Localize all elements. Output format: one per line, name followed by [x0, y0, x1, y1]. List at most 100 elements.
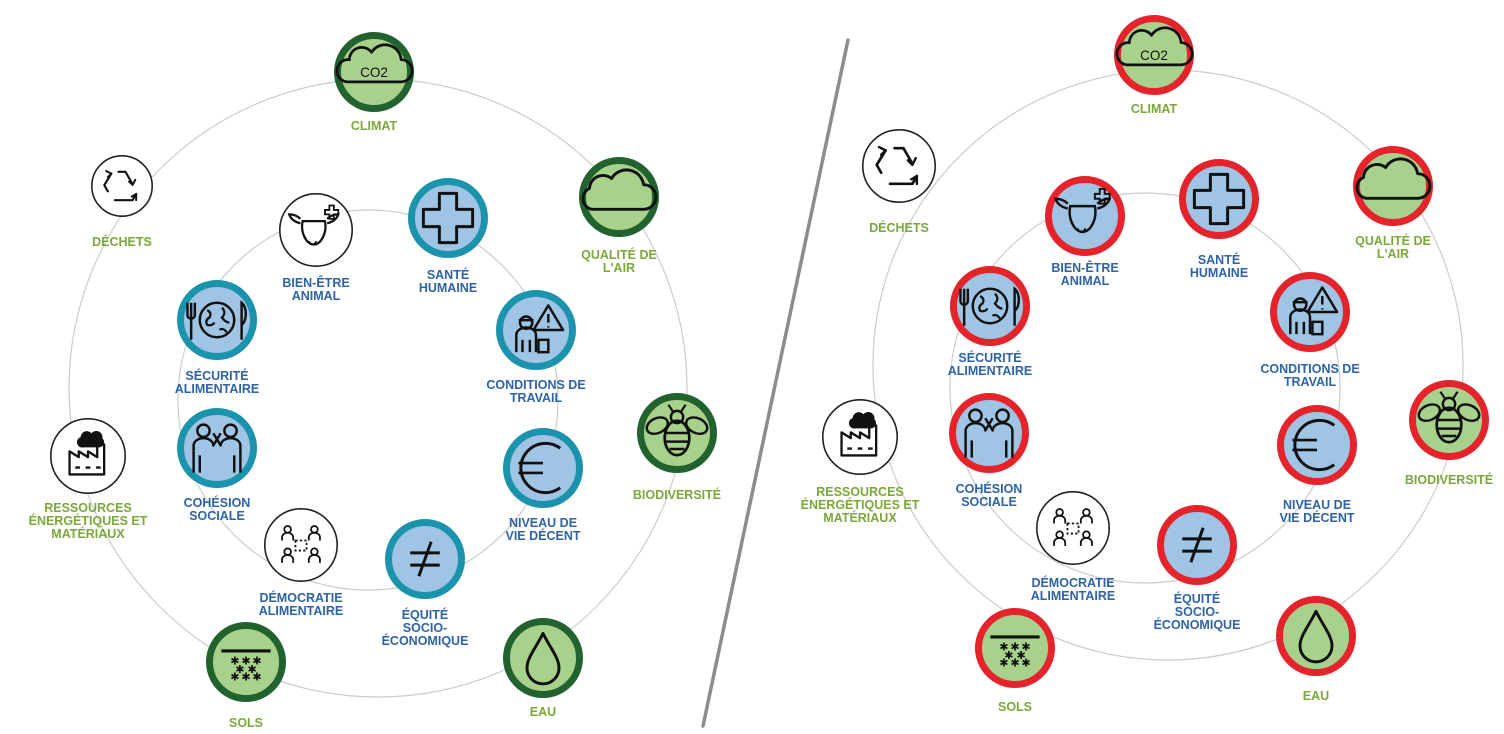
- co2-text: CO2: [1140, 48, 1168, 63]
- left-node-climat: CO2: [334, 32, 414, 112]
- svg-text:✱: ✱: [1021, 656, 1030, 669]
- right-node-securite: [950, 266, 1030, 346]
- left-label-democratie: DÉMOCRATIE ALIMENTAIRE: [258, 591, 344, 618]
- recycle-icon: [103, 169, 138, 202]
- svg-text:✱: ✱: [999, 640, 1008, 653]
- left-node-niveau: [503, 428, 583, 508]
- node-circle: [1276, 596, 1356, 676]
- right-inner-ring-guide: [949, 192, 1341, 584]
- node-circle: [503, 428, 583, 508]
- svg-text:✱: ✱: [248, 663, 257, 676]
- people-holding-hands-icon: [964, 408, 1014, 458]
- node-circle: [278, 193, 353, 268]
- euro-icon: [1292, 418, 1336, 472]
- left-label-sols: SOLS: [228, 716, 264, 730]
- worker-warning-icon: [1289, 286, 1339, 336]
- svg-text:✱: ✱: [252, 654, 261, 667]
- node-circle: [861, 129, 936, 204]
- panel-divider: [701, 38, 850, 728]
- node-circle: [263, 507, 338, 582]
- right-label-bien-etre: BIEN-ÊTRE ANIMAL: [1051, 261, 1119, 288]
- bee-icon: [1417, 391, 1481, 444]
- medical-cross-icon: [421, 191, 475, 245]
- co2-cloud-icon: CO2: [335, 43, 414, 84]
- right-label-sols: SOLS: [997, 700, 1033, 714]
- node-circle: [1277, 405, 1357, 485]
- left-node-sols: ✱✱✱✱✱✱✱✱: [206, 622, 286, 702]
- people-holding-hands-icon: [192, 423, 242, 473]
- right-node-equite: [1157, 505, 1237, 585]
- right-label-securite: SÉCURITÉ ALIMENTAIRE: [947, 351, 1033, 378]
- left-label-eau: EAU: [529, 705, 557, 719]
- node-circle: [503, 618, 583, 698]
- left-node-dechets: [91, 155, 154, 218]
- node-circle: [950, 266, 1030, 346]
- svg-text:✱: ✱: [1021, 640, 1030, 653]
- fork-globe-knife-icon: [959, 286, 1021, 326]
- node-circle: [177, 408, 257, 488]
- left-label-climat: CLIMAT: [350, 119, 398, 133]
- right-node-dechets: [861, 129, 936, 204]
- right-label-dechets: DÉCHETS: [869, 221, 929, 235]
- left-node-eau: [503, 618, 583, 698]
- not-equal-icon: [1182, 527, 1212, 563]
- cloud-icon: [581, 168, 658, 211]
- right-label-democratie: DÉMOCRATIE ALIMENTAIRE: [1030, 576, 1116, 603]
- cloud-icon: [1355, 157, 1432, 200]
- medical-cross-icon: [1192, 172, 1246, 226]
- svg-text:✱: ✱: [235, 663, 244, 676]
- factory-icon: [68, 430, 106, 476]
- right-node-eau: [1276, 596, 1356, 676]
- right-node-niveau: [1277, 405, 1357, 485]
- node-circle: [1036, 490, 1111, 565]
- water-drop-icon: [525, 631, 561, 686]
- left-node-qualite-air: [579, 157, 659, 237]
- cow-health-icon: [287, 204, 340, 246]
- node-circle: [206, 622, 286, 702]
- soil-icon: ✱✱✱✱✱✱✱✱: [221, 649, 271, 683]
- right-label-sante: SANTÉ HUMAINE: [1189, 253, 1249, 280]
- left-node-securite: [177, 280, 257, 360]
- right-label-biodiversite: BIODIVERSITÉ: [1404, 473, 1494, 487]
- right-node-bien-etre: [1045, 176, 1125, 256]
- svg-text:✱: ✱: [241, 670, 250, 683]
- svg-text:✱: ✱: [1017, 649, 1026, 662]
- right-node-ressources: [821, 398, 898, 475]
- left-label-conditions: CONDITIONS DE TRAVAIL: [486, 378, 586, 405]
- svg-text:✱: ✱: [1010, 640, 1019, 653]
- co2-cloud-icon: CO2: [1115, 26, 1194, 67]
- right-node-sante: [1179, 159, 1259, 239]
- right-label-equite: ÉQUITÉ SOCIO- ÉCONOMIQUE: [1153, 592, 1241, 632]
- right-label-climat: CLIMAT: [1130, 102, 1178, 116]
- left-label-qualite-air: QUALITÉ DE L'AIR: [581, 248, 657, 275]
- cow-health-icon: [1053, 187, 1112, 234]
- svg-text:✱: ✱: [241, 654, 250, 667]
- people-network-icon: [281, 525, 321, 563]
- node-circle: [949, 393, 1029, 473]
- left-label-equite: ÉQUITÉ SOCIO- ÉCONOMIQUE: [381, 608, 469, 648]
- not-equal-icon: [410, 541, 440, 577]
- bee-icon: [645, 404, 709, 457]
- left-label-ressources: RESSOURCES ÉNERGÉTIQUES ET MATÉRIAUX: [28, 501, 148, 541]
- right-label-qualite-air: QUALITÉ DE L'AIR: [1355, 234, 1431, 261]
- right-label-eau: EAU: [1302, 689, 1330, 703]
- node-circle: [1179, 159, 1259, 239]
- left-label-sante: SANTÉ HUMAINE: [418, 268, 478, 295]
- left-node-equite: [385, 519, 465, 599]
- right-node-cohesion: [949, 393, 1029, 473]
- euro-icon: [518, 441, 562, 495]
- svg-text:✱: ✱: [1004, 649, 1013, 662]
- left-label-bien-etre: BIEN-ÊTRE ANIMAL: [282, 276, 350, 303]
- right-node-sols: ✱✱✱✱✱✱✱✱: [975, 608, 1055, 688]
- svg-text:✱: ✱: [252, 670, 261, 683]
- right-label-cohesion: COHÉSION SOCIALE: [955, 482, 1023, 509]
- svg-text:✱: ✱: [999, 656, 1008, 669]
- right-node-qualite-air: [1353, 146, 1433, 226]
- co2-text: CO2: [360, 65, 388, 80]
- right-label-ressources: RESSOURCES ÉNERGÉTIQUES ET MATÉRIAUX: [800, 485, 920, 525]
- right-node-climat: CO2: [1114, 15, 1194, 95]
- node-circle: [91, 155, 154, 218]
- svg-text:✱: ✱: [230, 654, 239, 667]
